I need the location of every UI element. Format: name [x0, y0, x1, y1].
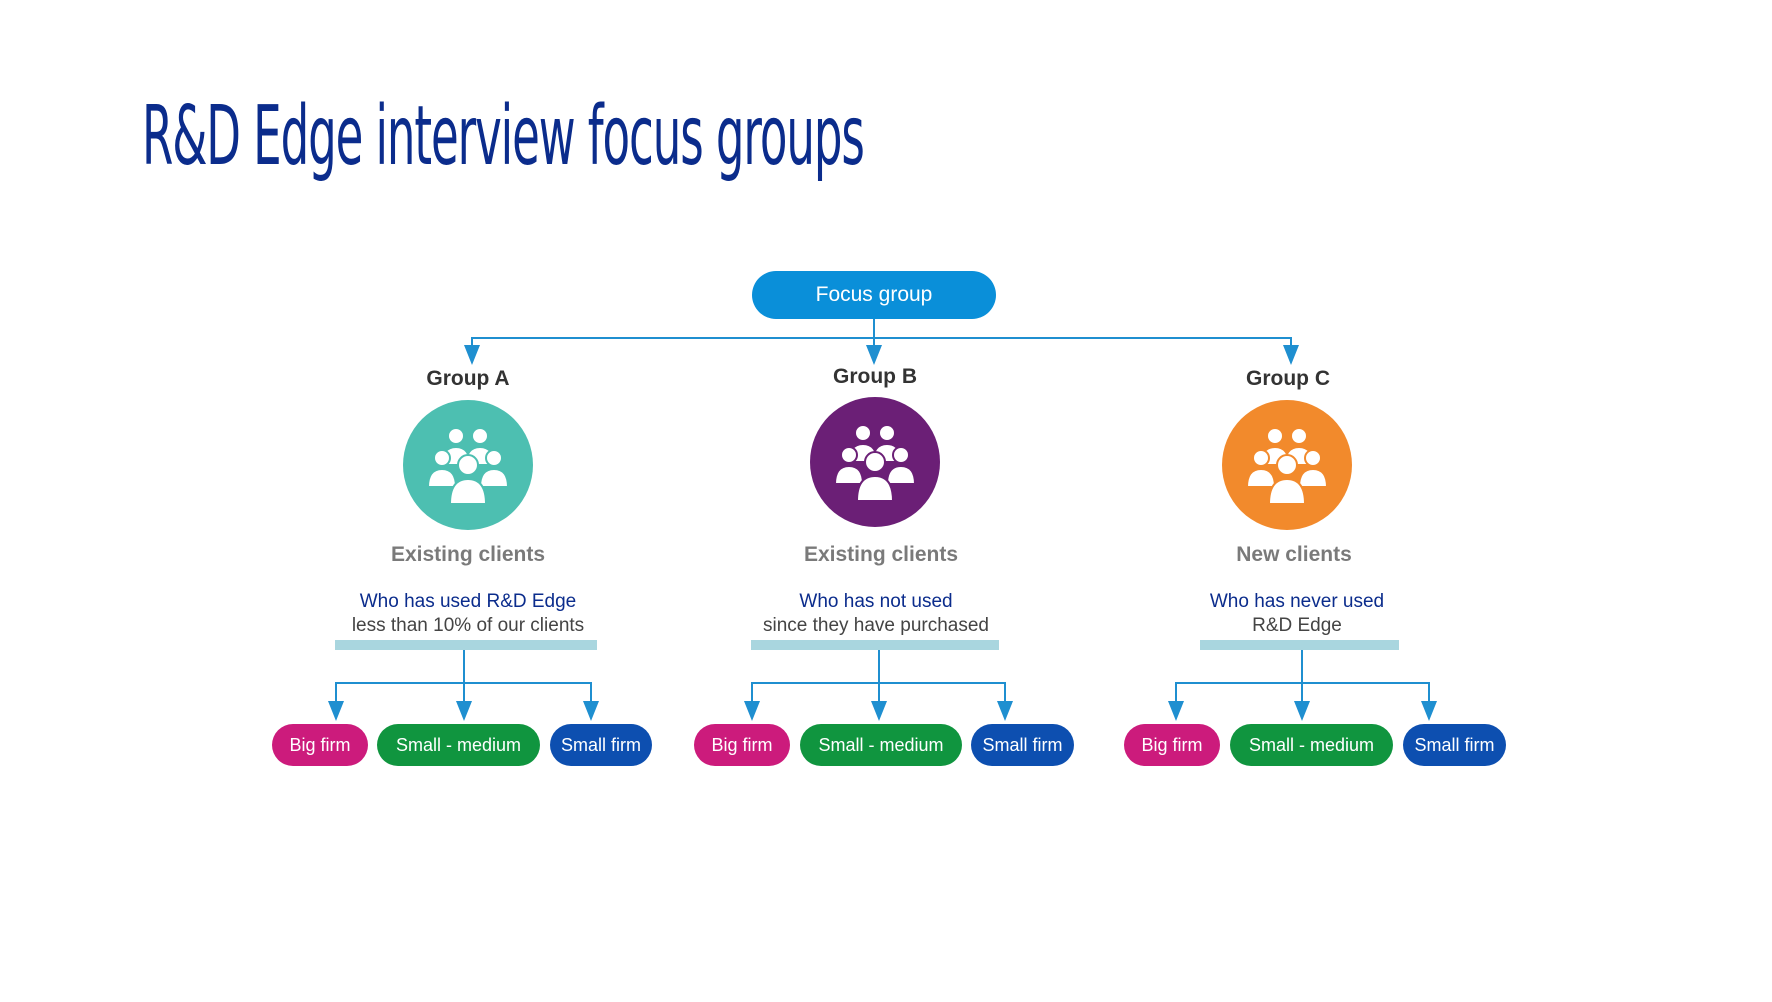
page-title: R&D Edge interview focus groups	[142, 89, 865, 184]
group-a-title: Group A	[426, 367, 510, 390]
group-c-small-medium: Small - medium	[1230, 724, 1393, 766]
group-c-title: Group C	[1246, 367, 1330, 390]
group-b-desc-line2: since they have purchased	[762, 615, 990, 636]
group-b-subtitle: Existing clients	[803, 543, 959, 566]
group-c-circle	[1222, 400, 1352, 530]
people-group-icon	[833, 424, 917, 502]
group-b-underline	[751, 640, 999, 650]
group-c-big-firm: Big firm	[1124, 724, 1220, 766]
group-c-small-firm: Small firm	[1403, 724, 1506, 766]
people-group-icon	[1245, 427, 1329, 505]
group-b-circle	[810, 397, 940, 527]
group-c-description: Who has never used R&D Edge	[1137, 590, 1457, 638]
group-c-desc-line2: R&D Edge	[1252, 615, 1342, 636]
group-b-title: Group B	[833, 365, 917, 388]
group-a-small-medium: Small - medium	[377, 724, 540, 766]
group-b-big-firm: Big firm	[694, 724, 790, 766]
group-b-description: Who has not used since they have purchas…	[716, 590, 1036, 638]
group-c-subtitle: New clients	[1236, 543, 1352, 566]
focus-group-node: Focus group	[752, 271, 996, 319]
group-a-circle	[403, 400, 533, 530]
group-c-desc-line1: Who has never used	[1209, 591, 1385, 612]
group-b-small-medium: Small - medium	[800, 724, 962, 766]
people-group-icon	[426, 427, 510, 505]
group-a-big-firm: Big firm	[272, 724, 368, 766]
group-a-underline	[335, 640, 597, 650]
group-a-description: Who has used R&D Edge less than 10% of o…	[308, 590, 628, 638]
group-a-desc-line2: less than 10% of our clients	[351, 615, 585, 636]
group-a-subtitle: Existing clients	[390, 543, 546, 566]
group-b-desc-line1: Who has not used	[799, 591, 953, 612]
group-b-small-firm: Small firm	[971, 724, 1074, 766]
group-a-small-firm: Small firm	[550, 724, 652, 766]
group-a-desc-line1: Who has used R&D Edge	[359, 591, 577, 612]
group-c-underline	[1200, 640, 1399, 650]
